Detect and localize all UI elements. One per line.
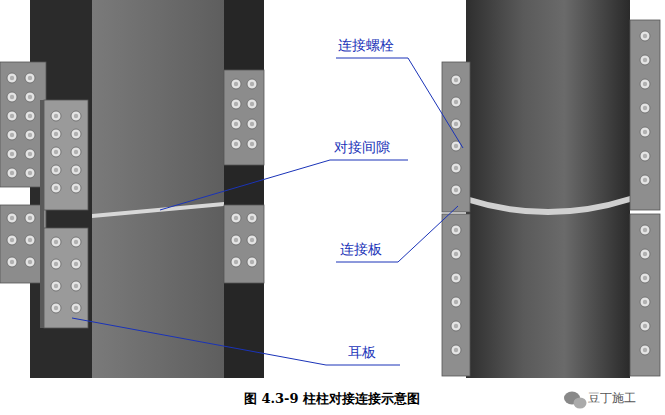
bolt — [231, 79, 241, 89]
bolt — [451, 273, 461, 283]
bolt — [71, 259, 81, 269]
bolt — [451, 321, 461, 331]
bolt — [640, 103, 650, 113]
bolt — [451, 297, 461, 307]
bolt — [640, 225, 650, 235]
bolt — [640, 127, 650, 137]
bolt — [247, 99, 257, 109]
bolt — [247, 213, 257, 223]
bolt — [451, 345, 461, 355]
bolt — [640, 175, 650, 185]
bolt — [451, 163, 461, 173]
bolt-group — [7, 31, 650, 355]
bolt — [71, 129, 81, 139]
bolt — [7, 73, 17, 83]
bolt — [451, 225, 461, 235]
bolt — [640, 55, 650, 65]
bolt — [7, 213, 17, 223]
round-column — [442, 0, 660, 378]
leader-lines — [72, 58, 463, 365]
bolt — [51, 147, 61, 157]
bolt — [640, 31, 650, 41]
bolt — [25, 257, 35, 267]
figure-caption: 图 4.3-9 柱柱对接连接示意图 — [244, 391, 420, 407]
wechat-icon — [564, 392, 587, 409]
bolt — [247, 257, 257, 267]
bolt — [71, 237, 81, 247]
bolt — [25, 235, 35, 245]
bolt — [7, 235, 17, 245]
bolt — [51, 111, 61, 121]
bolt — [451, 119, 461, 129]
bolt — [7, 168, 17, 178]
bolt — [231, 119, 241, 129]
watermark: 豆丁施工 — [588, 391, 636, 405]
bolt — [640, 79, 650, 89]
bolt — [25, 111, 35, 121]
bolt — [231, 213, 241, 223]
bolt — [51, 281, 61, 291]
bolt — [25, 73, 35, 83]
bolt — [247, 139, 257, 149]
bolt — [51, 129, 61, 139]
bolt — [7, 257, 17, 267]
bolt — [640, 249, 650, 259]
bolt — [25, 149, 35, 159]
bolt — [231, 235, 241, 245]
bolt — [231, 99, 241, 109]
bolt — [247, 119, 257, 129]
bolt — [7, 149, 17, 159]
bolt — [25, 213, 35, 223]
bolt — [51, 183, 61, 193]
bolt — [451, 185, 461, 195]
bolt — [25, 168, 35, 178]
bolt — [247, 79, 257, 89]
bolt — [51, 259, 61, 269]
callout-label: 耳板 — [348, 344, 376, 361]
bolt — [71, 165, 81, 175]
bolt — [451, 75, 461, 85]
bolt — [640, 345, 650, 355]
bolt — [451, 249, 461, 259]
bolt — [51, 303, 61, 313]
bolt — [640, 151, 650, 161]
bolt — [71, 111, 81, 121]
bolt — [7, 130, 17, 140]
bolt — [25, 92, 35, 102]
bolt — [7, 111, 17, 121]
bolt — [231, 139, 241, 149]
bolt — [640, 273, 650, 283]
bolt — [640, 297, 650, 307]
bolt — [247, 235, 257, 245]
bolt — [640, 321, 650, 331]
bolt — [25, 130, 35, 140]
bolt — [51, 165, 61, 175]
bolt — [71, 147, 81, 157]
callout-label: 连接板 — [340, 241, 382, 258]
bolt — [451, 97, 461, 107]
square-column — [0, 0, 264, 378]
bolt — [71, 281, 81, 291]
callout-label: 对接间隙 — [334, 139, 390, 156]
bolt — [231, 257, 241, 267]
bolt — [7, 92, 17, 102]
bolt — [51, 237, 61, 247]
bolt — [71, 303, 81, 313]
callout-label: 连接螺栓 — [338, 37, 394, 54]
bolt — [71, 183, 81, 193]
